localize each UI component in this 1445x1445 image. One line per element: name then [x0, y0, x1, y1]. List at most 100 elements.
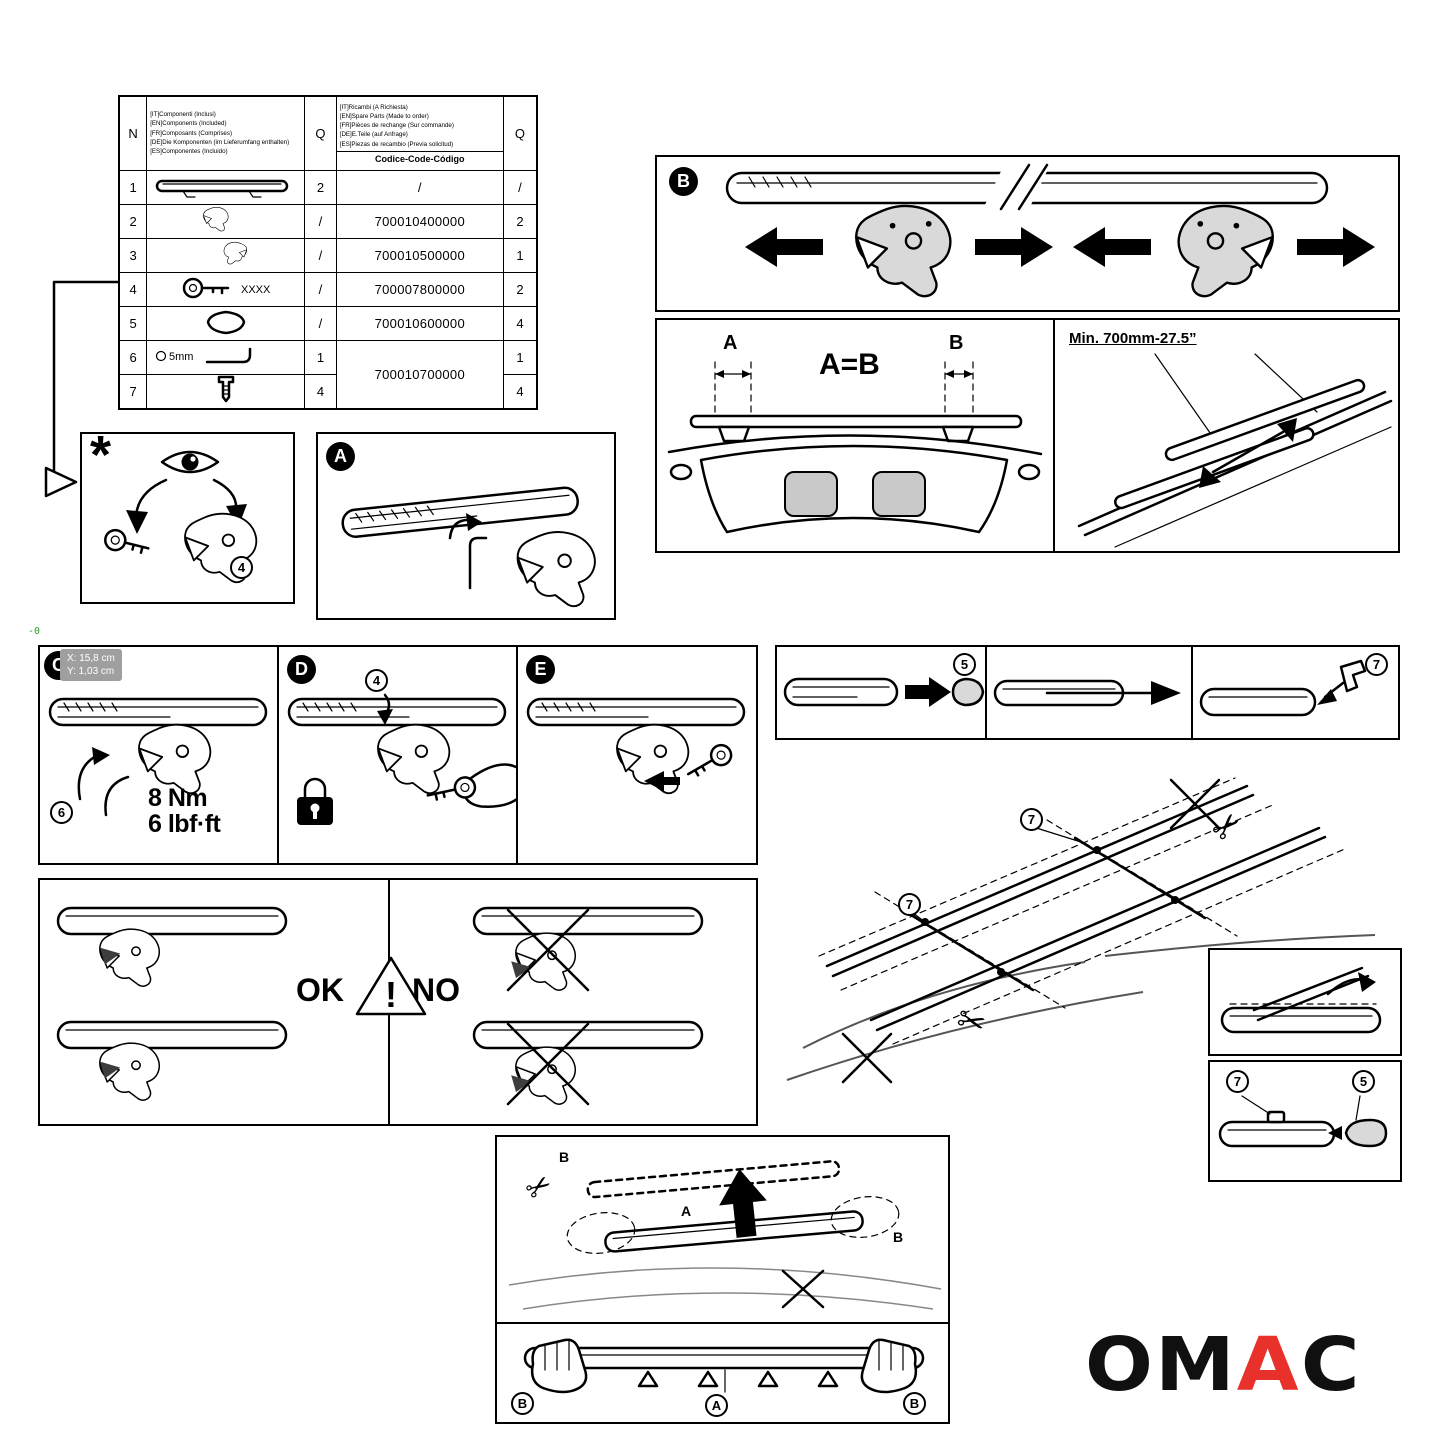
- x-mark-icon: [1169, 778, 1221, 830]
- qty-spare: /: [502, 169, 538, 205]
- torque-nm: 8 Nm: [148, 784, 208, 812]
- key-code-note: XXXX: [241, 284, 271, 296]
- qty-spare: 4: [502, 305, 538, 341]
- clamp-icon: [855, 204, 952, 298]
- roof-rail: [869, 826, 1327, 1032]
- allen-size-note: 5mm: [169, 351, 193, 363]
- arrow-up-icon: [757, 1370, 779, 1388]
- part-ref-7-label: 7: [1233, 1074, 1242, 1089]
- key-icon: [686, 743, 733, 777]
- part-ref-6-label: 6: [57, 805, 66, 820]
- no-label: NO: [412, 972, 460, 1008]
- key-icon: [453, 776, 477, 799]
- part-ref-5: 5: [953, 653, 976, 676]
- spare-line-it: [IT]Ricambi (A Richiesta): [339, 103, 408, 111]
- step-e-art: [526, 697, 746, 795]
- panel-lock-detail: * 4: [80, 425, 295, 604]
- step-d-badge: D: [287, 655, 316, 684]
- equal-spacing-art: [667, 361, 1043, 534]
- hand-icon: [462, 763, 516, 808]
- equal-formula: A=B: [819, 348, 880, 381]
- part-code: 700010600000: [335, 305, 504, 341]
- headrest-icon: [784, 471, 838, 517]
- part-ref-7: 7: [1226, 1070, 1249, 1093]
- crossbar-icon: [1218, 1120, 1336, 1148]
- screw-icon: [217, 375, 234, 402]
- install-b-label: B: [559, 1149, 570, 1165]
- no-clamp-art: [472, 1020, 704, 1105]
- install-ref-a-label: A: [711, 1398, 722, 1413]
- panel-step-d: D 4: [277, 645, 518, 865]
- clamp-icon: [511, 1046, 576, 1105]
- part-number: 1: [118, 169, 148, 205]
- strip-install-art: [508, 1160, 942, 1310]
- curved-arrow-left: [134, 478, 168, 518]
- clamp-mirror-icon: [223, 241, 247, 264]
- roof-rail: [825, 784, 1255, 978]
- crossbar-icon: [287, 697, 507, 727]
- part-number: 2: [118, 203, 148, 239]
- part-ref-4-label: 4: [372, 673, 381, 688]
- crossbar-icon: [48, 697, 268, 727]
- arrow-up-icon: [637, 1370, 659, 1388]
- install-ref-b: B: [511, 1392, 534, 1415]
- part-ref-7-label: 7: [1372, 657, 1381, 672]
- part-icon-cell: [146, 305, 306, 341]
- omac-logo: OMAC: [1085, 1322, 1362, 1408]
- strip-outline: [586, 1160, 841, 1199]
- panel-no: NO: [388, 878, 758, 1126]
- parts-table: N [IT]Componenti (Inclusi) [EN]Component…: [118, 95, 538, 410]
- arrow-up-icon: [719, 1169, 767, 1238]
- end-cap-icon: [951, 677, 985, 707]
- lock-detail-art: [104, 450, 258, 584]
- allen-key-icon: [104, 775, 130, 817]
- step-e-label: E: [534, 659, 547, 679]
- clamp-icon: [511, 932, 576, 991]
- part-icon-cell: [146, 203, 306, 239]
- x-mark-icon: [506, 908, 590, 992]
- part-ref-7: 7: [898, 893, 921, 916]
- install-ref-b-label: B: [517, 1396, 528, 1411]
- table-row: 4 XXXX / 700007800000 2: [118, 271, 538, 307]
- table-header-row: N [IT]Componenti (Inclusi) [EN]Component…: [118, 95, 538, 171]
- crossbar-icon: [783, 677, 899, 707]
- included-line-fr: [FR]Composants (Comprises): [150, 129, 233, 137]
- cursor-tooltip: X: 15,8 cm Y: 1,03 cm: [60, 649, 122, 681]
- part-ref-4-label: 4: [237, 560, 246, 575]
- part-icon-cell: [146, 237, 306, 273]
- part-ref-5-label: 5: [1359, 1074, 1368, 1089]
- install-a-label: A: [681, 1203, 692, 1219]
- bracket-icon: [1266, 1110, 1286, 1124]
- col-header-q-included: Q: [304, 95, 337, 171]
- connector-arrow: [44, 280, 130, 498]
- crossbar-icon: [1164, 378, 1366, 462]
- part-number: 5: [118, 305, 148, 341]
- included-line-en: [EN]Components (Included): [150, 120, 227, 128]
- lock-icon: [297, 777, 333, 825]
- qty-spare: 1: [502, 237, 538, 273]
- part-ref-7: 7: [1365, 653, 1388, 676]
- roof-rail: [472, 1020, 704, 1050]
- dim-b-label: B: [949, 332, 964, 354]
- clamp-icon: [99, 928, 160, 987]
- strip-trim-art: [1220, 966, 1382, 1034]
- spare-line-es: [ES]Piezas de recambio (Previa solicitud…: [339, 140, 454, 148]
- part-number: 6: [118, 339, 148, 375]
- bracket-icon: [1339, 659, 1367, 693]
- torque-spec: 8 Nm 6 lbf·ft: [148, 784, 221, 838]
- tooltip-x: X: 15,8 cm: [67, 653, 115, 664]
- part-number: 7: [118, 373, 148, 409]
- distance-arrow: [1211, 430, 1285, 474]
- table-row: 2 / 700010400000 2: [118, 203, 538, 239]
- panel-strip-install: ✂ B A B: [495, 1135, 950, 1324]
- col-header-spare: [IT]Ricambi (A Richiesta) [EN]Spare Part…: [335, 95, 504, 171]
- arrow-right-icon: [1297, 227, 1375, 267]
- roof-rail: [472, 906, 704, 936]
- code-header: Codice-Code-Código: [336, 150, 503, 166]
- crossbar-icon: [1114, 427, 1315, 510]
- arrow-right-icon: [975, 227, 1053, 267]
- panel-bracket-insert: 7: [1191, 645, 1400, 740]
- key-icon: XXXX: [182, 277, 271, 298]
- headrest-icon: [872, 471, 926, 517]
- logo-text-om: OM: [1085, 1322, 1237, 1408]
